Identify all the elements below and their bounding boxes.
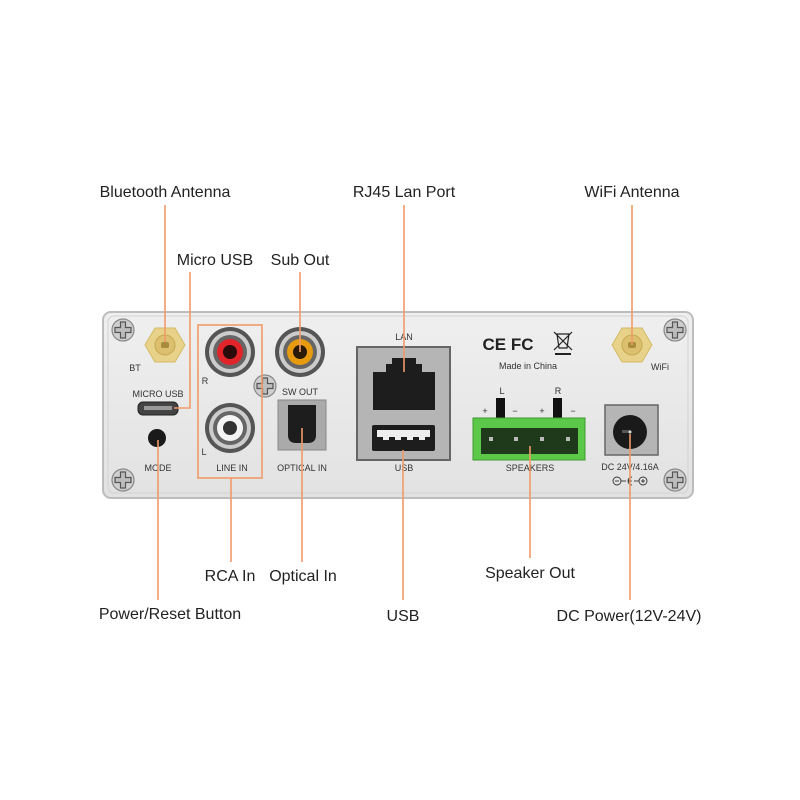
dc-power-jack[interactable] — [613, 415, 647, 449]
callout-rca-in: RCA In — [205, 568, 256, 585]
wifi-label: WiFi — [651, 362, 669, 372]
screw-icon — [111, 468, 135, 492]
screw-icon — [253, 374, 277, 398]
rca-highlight-box — [197, 324, 263, 479]
callout-dc-power: DC Power(12V-24V) — [557, 608, 702, 625]
r-label: R — [202, 376, 209, 386]
rca-r-jack[interactable] — [205, 327, 255, 377]
plus-label: + — [539, 406, 544, 416]
bt-antenna-connector — [144, 327, 186, 363]
mode-button[interactable] — [148, 429, 166, 447]
sw-out-jack[interactable] — [275, 327, 325, 377]
callout-rj45: RJ45 Lan Port — [353, 184, 456, 201]
screw-icon — [111, 318, 135, 342]
micro-usb-label: MICRO USB — [132, 389, 183, 399]
callout-wifi-antenna: WiFi Antenna — [584, 184, 679, 201]
callout-sub-out: Sub Out — [271, 252, 330, 269]
usb-label: USB — [395, 463, 414, 473]
minus-label: − — [570, 406, 575, 416]
speaker-r-label: R — [555, 386, 562, 396]
l-label: L — [201, 447, 206, 457]
weee-bin-icon — [553, 331, 573, 355]
line-in-label: LINE IN — [216, 463, 248, 473]
plus-label: + — [482, 406, 487, 416]
bt-label: BT — [129, 363, 141, 373]
rca-l-jack[interactable] — [205, 403, 255, 453]
callout-bluetooth-antenna: Bluetooth Antenna — [100, 184, 231, 201]
screw-icon — [663, 318, 687, 342]
speaker-l-label: L — [499, 386, 504, 396]
callout-power-reset: Power/Reset Button — [99, 606, 241, 623]
made-in-china: Made in China — [499, 361, 557, 371]
callout-optical-in: Optical In — [269, 568, 337, 585]
rj45-port[interactable] — [373, 358, 435, 410]
leader-lines — [157, 205, 633, 600]
sw-out-label: SW OUT — [282, 387, 318, 397]
minus-label: − — [512, 406, 517, 416]
polarity-icon — [612, 476, 648, 486]
screw-icon — [663, 468, 687, 492]
speaker-terminal-block[interactable] — [472, 417, 586, 461]
usb-port[interactable] — [372, 425, 435, 451]
callout-speaker-out: Speaker Out — [485, 565, 575, 582]
callout-micro-usb: Micro USB — [177, 252, 253, 269]
callout-usb: USB — [387, 608, 420, 625]
certification-marks: CE FC — [483, 335, 534, 354]
